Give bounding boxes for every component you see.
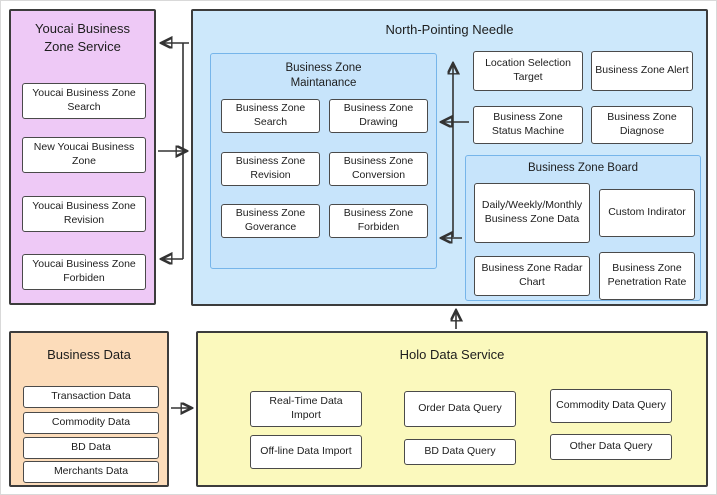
needle-module: Business Zone Status Machine [473,106,583,144]
youcai-item: Youcai Business Zone Forbiden [22,254,146,290]
holo-data-service-title: Holo Data Service [399,347,505,362]
maintenance-item: Business Zone Conversion [329,152,428,186]
needle-module: Business Zone Alert [591,51,693,91]
board-item: Custom Indirator [599,189,695,237]
business-data-item: Commodity Data [23,412,159,434]
maintenance-item: Business Zone Goverance [221,204,320,238]
holo-item: Off-line Data Import [250,435,362,469]
business-zone-board-title: Business Zone Board [528,162,638,174]
business-data-panel: Business Data Transaction Data Commodity… [9,331,169,487]
holo-item: Real-Time Data Import [250,391,362,427]
youcai-item: Youcai Business Zone Revision [22,196,146,232]
business-data-item: Merchants Data [23,461,159,483]
holo-item: Commodity Data Query [550,389,672,423]
needle-module: Business Zone Diagnose [591,106,693,144]
business-data-title: Business Data [47,347,131,362]
maintenance-item: Business Zone Forbiden [329,204,428,238]
north-pointing-needle-panel: North-Pointing Needle Business Zone Main… [191,9,708,306]
business-zone-board-panel: Business Zone Board Daily/Weekly/Monthly… [465,155,701,301]
maintenance-item: Business Zone Search [221,99,320,133]
holo-item: Order Data Query [404,391,516,427]
business-zone-maintenance-title: Business Zone Maintanance [285,62,362,89]
holo-item: Other Data Query [550,434,672,460]
holo-data-service-panel: Holo Data Service Real-Time Data Import … [196,331,708,487]
business-data-item: BD Data [23,437,159,459]
youcai-service-panel: Youcai Business Zone Service Youcai Busi… [9,9,156,305]
board-item: Daily/Weekly/Monthly Business Zone Data [474,183,590,243]
holo-item: BD Data Query [404,439,516,465]
youcai-service-title: Youcai Business Zone Service [35,21,130,54]
needle-module: Location Selection Target [473,51,583,91]
youcai-item: New Youcai Business Zone [22,137,146,173]
business-data-item: Transaction Data [23,386,159,408]
north-pointing-needle-title: North-Pointing Needle [385,22,514,37]
business-zone-maintenance-panel: Business Zone Maintanance Business Zone … [210,53,437,269]
maintenance-item: Business Zone Drawing [329,99,428,133]
youcai-item: Youcai Business Zone Search [22,83,146,119]
board-item: Business Zone Penetration Rate [599,252,695,300]
maintenance-item: Business Zone Revision [221,152,320,186]
board-item: Business Zone Radar Chart [474,256,590,296]
